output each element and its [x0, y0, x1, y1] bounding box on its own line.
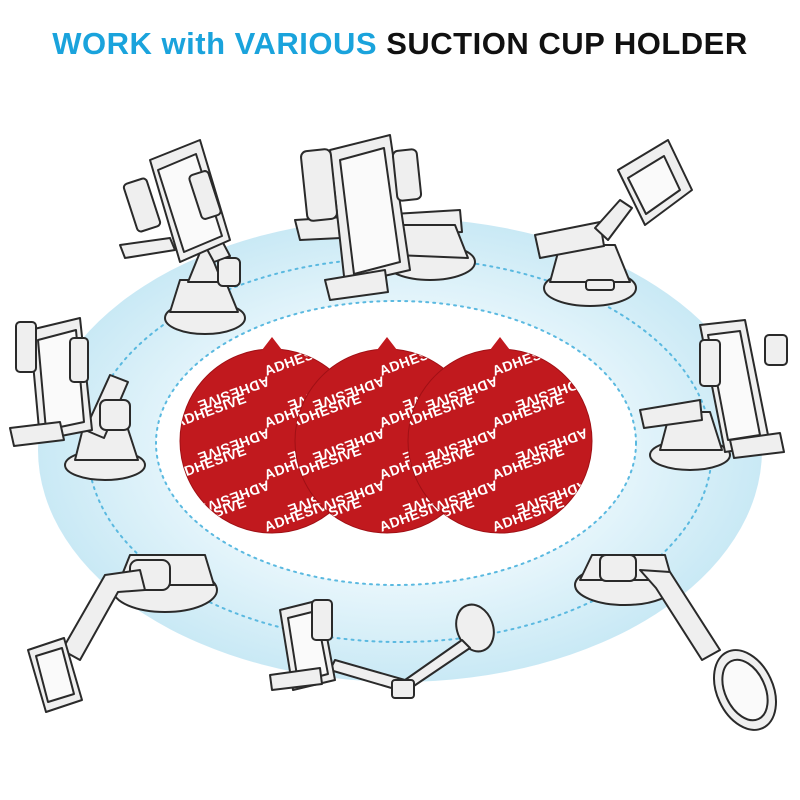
ring-dotted-inner — [155, 300, 637, 586]
phone-mount-icon — [574, 554, 777, 731]
phone-mount-icon — [27, 554, 218, 713]
adhesive-discs: ADHESIVEADHESIVEADHESIVEADHESIVEADHESIVE… — [179, 337, 593, 534]
phone-mount-icon — [9, 317, 146, 481]
phone-mount-icon — [119, 139, 246, 335]
page-title: WORK with VARIOUS SUCTION CUP HOLDER — [0, 26, 800, 62]
title-part-main: SUCTION CUP HOLDER — [386, 26, 748, 61]
title-part-highlight: WORK with VARIOUS — [52, 26, 378, 61]
phone-mount-icon — [639, 319, 788, 471]
phone-mount-icon — [269, 599, 495, 699]
phone-mount-icon — [294, 134, 476, 301]
phone-mount-icon — [534, 139, 693, 307]
